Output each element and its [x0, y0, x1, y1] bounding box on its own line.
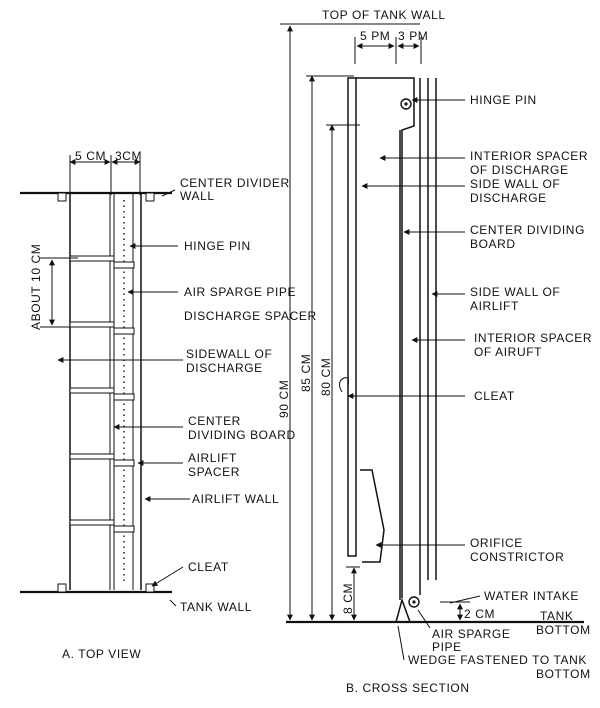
wedge — [395, 597, 411, 623]
dim-5pm-label: 5 PM — [360, 29, 390, 43]
top-right-cleat — [145, 192, 155, 202]
tv-sidewall-label-1: SIDEWALL OF — [186, 347, 272, 361]
top-view-caption: A. TOP VIEW — [62, 647, 141, 661]
cs-tank-bottom-label-1: TANK — [540, 609, 574, 623]
side-wall-of-discharge — [347, 77, 357, 557]
cs-side-wall-discharge-label-1: SIDE WALL OF — [470, 177, 560, 191]
cross-section: TOP OF TANK WALL 5 PM 3 PM 90 CM 85 CM 8… — [277, 8, 592, 695]
dim-80cm-label: 80 CM — [319, 358, 333, 396]
cs-side-wall-airlift-label-2: AIRLIFT — [470, 299, 519, 313]
tv-hinge-pin-label: HINGE PIN — [184, 239, 251, 253]
tv-sidewall-label-2: DISCHARGE — [186, 361, 263, 375]
cs-interior-spacer-discharge-label-2: OF DISCHARGE — [470, 163, 569, 177]
cs-interior-spacer-airlift-label-1: INTERIOR SPACER — [474, 331, 592, 345]
cs-water-intake-label: WATER INTAKE — [484, 589, 579, 603]
bottom-left-cleat — [57, 583, 67, 593]
center-divider-wall-label-2: WALL — [180, 189, 215, 203]
cs-hinge-pin-label: HINGE PIN — [470, 93, 537, 107]
height-dimensions: 90 CM 85 CM 80 CM 8 CM — [277, 25, 360, 621]
tv-discharge-spacer-label: DISCHARGE SPACER — [184, 309, 317, 323]
tv-center-board-label-1: CENTER — [188, 414, 241, 428]
tv-tank-wall-label: TANK WALL — [180, 600, 252, 614]
center-divider-wall-label-1: CENTER DIVIDER — [180, 176, 290, 190]
cross-section-leaders — [347, 97, 465, 661]
top-view: 5 CM 3CM — [20, 149, 317, 661]
top-view-leaders — [57, 189, 190, 607]
cs-cleat-curl — [338, 377, 349, 393]
cs-tank-bottom-label-2: BOTTOM — [536, 623, 591, 637]
dim-85cm-label: 85 CM — [299, 354, 313, 392]
cs-interior-spacer-discharge-label-1: INTERIOR SPACER — [470, 149, 588, 163]
interior-spacer-of-discharge — [356, 77, 415, 598]
dim-3pm-label: 3 PM — [398, 29, 428, 43]
cs-orifice-constrictor-label-1: ORIFICE — [470, 536, 523, 550]
tv-cleat-label: CLEAT — [188, 560, 229, 574]
dim-5cm-label: 5 CM — [75, 149, 106, 163]
cs-center-dividing-board-label-1: CENTER DIVIDING — [470, 223, 585, 237]
about-10cm-dimension: ABOUT 10 CM — [29, 244, 78, 330]
cs-air-sparge-pipe-label-2: PIPE — [432, 640, 462, 654]
dim-90cm-label: 90 CM — [277, 380, 291, 418]
airlift-spacers — [113, 261, 135, 533]
discharge-spacers — [69, 255, 115, 526]
cs-wedge-label-1: WEDGE FASTENED TO TANK — [408, 653, 587, 667]
cs-dim-2cm-label: 2 CM — [464, 607, 495, 621]
bottom-right-cleat — [145, 583, 155, 593]
tv-airlift-spacer-label-2: SPACER — [188, 465, 240, 479]
pm-dimensions: 5 PM 3 PM — [354, 29, 428, 64]
tv-air-sparge-pipe-label: AIR SPARGE PIPE — [184, 285, 296, 299]
top-width-dimension: 5 CM 3CM — [69, 149, 142, 195]
dim-8cm-label: 8 CM — [341, 583, 355, 614]
cs-center-dividing-board-label-2: BOARD — [470, 237, 516, 251]
tv-airlift-spacer-label-1: AIRLIFT — [188, 451, 237, 465]
cs-wedge-label-2: BOTTOM — [536, 667, 591, 681]
cs-side-wall-discharge-label-2: DISCHARGE — [470, 191, 547, 205]
tv-center-board-label-2: DIVIDING BOARD — [188, 428, 296, 442]
cs-interior-spacer-airlift-label-2: OF AIRUFT — [474, 345, 542, 359]
cs-side-wall-airlift-label-1: SIDE WALL OF — [470, 285, 560, 299]
cs-orifice-constrictor-label-2: CONSTRICTOR — [470, 550, 564, 564]
dim-3cm-label: 3CM — [115, 149, 142, 163]
top-left-cleat — [57, 192, 67, 202]
cs-air-sparge-pipe-label-1: AIR SPARGE — [432, 627, 510, 641]
top-of-tank-wall-label: TOP OF TANK WALL — [322, 8, 446, 22]
cross-section-caption: B. CROSS SECTION — [346, 681, 470, 695]
about-10cm-label: ABOUT 10 CM — [29, 244, 43, 330]
tv-airlift-wall-label: AIRLIFT WALL — [192, 492, 279, 506]
orifice-constrictor — [360, 469, 385, 563]
cs-cleat-label: CLEAT — [474, 389, 515, 403]
